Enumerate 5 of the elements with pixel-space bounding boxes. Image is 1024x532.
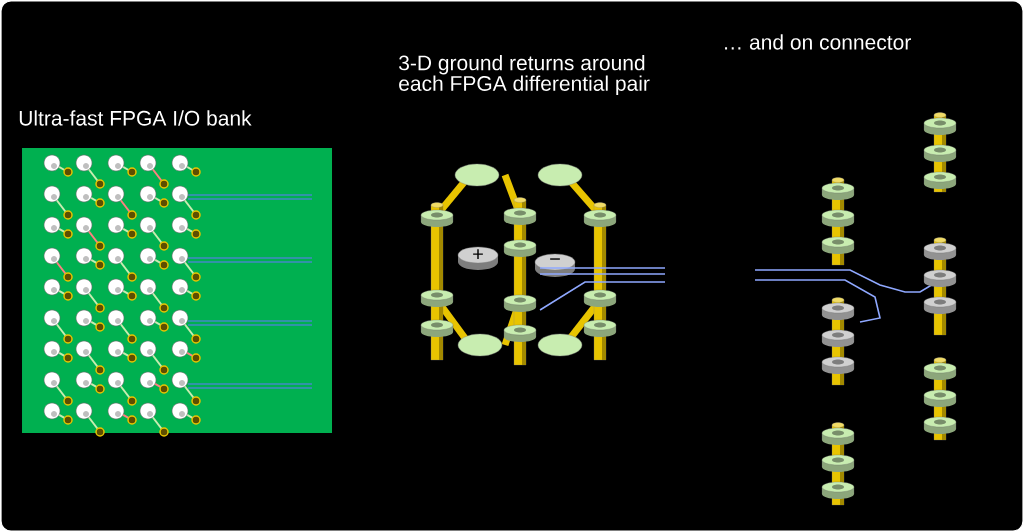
heading: … and on connector (725, 34, 911, 50)
heading: Ultra-fast FPGA I/O bank (19, 110, 252, 126)
polarity-sign: − (550, 258, 560, 260)
heading: 3-D ground returns around each FPGA differential pair (399, 54, 650, 96)
polarity-sign: + (473, 249, 483, 259)
